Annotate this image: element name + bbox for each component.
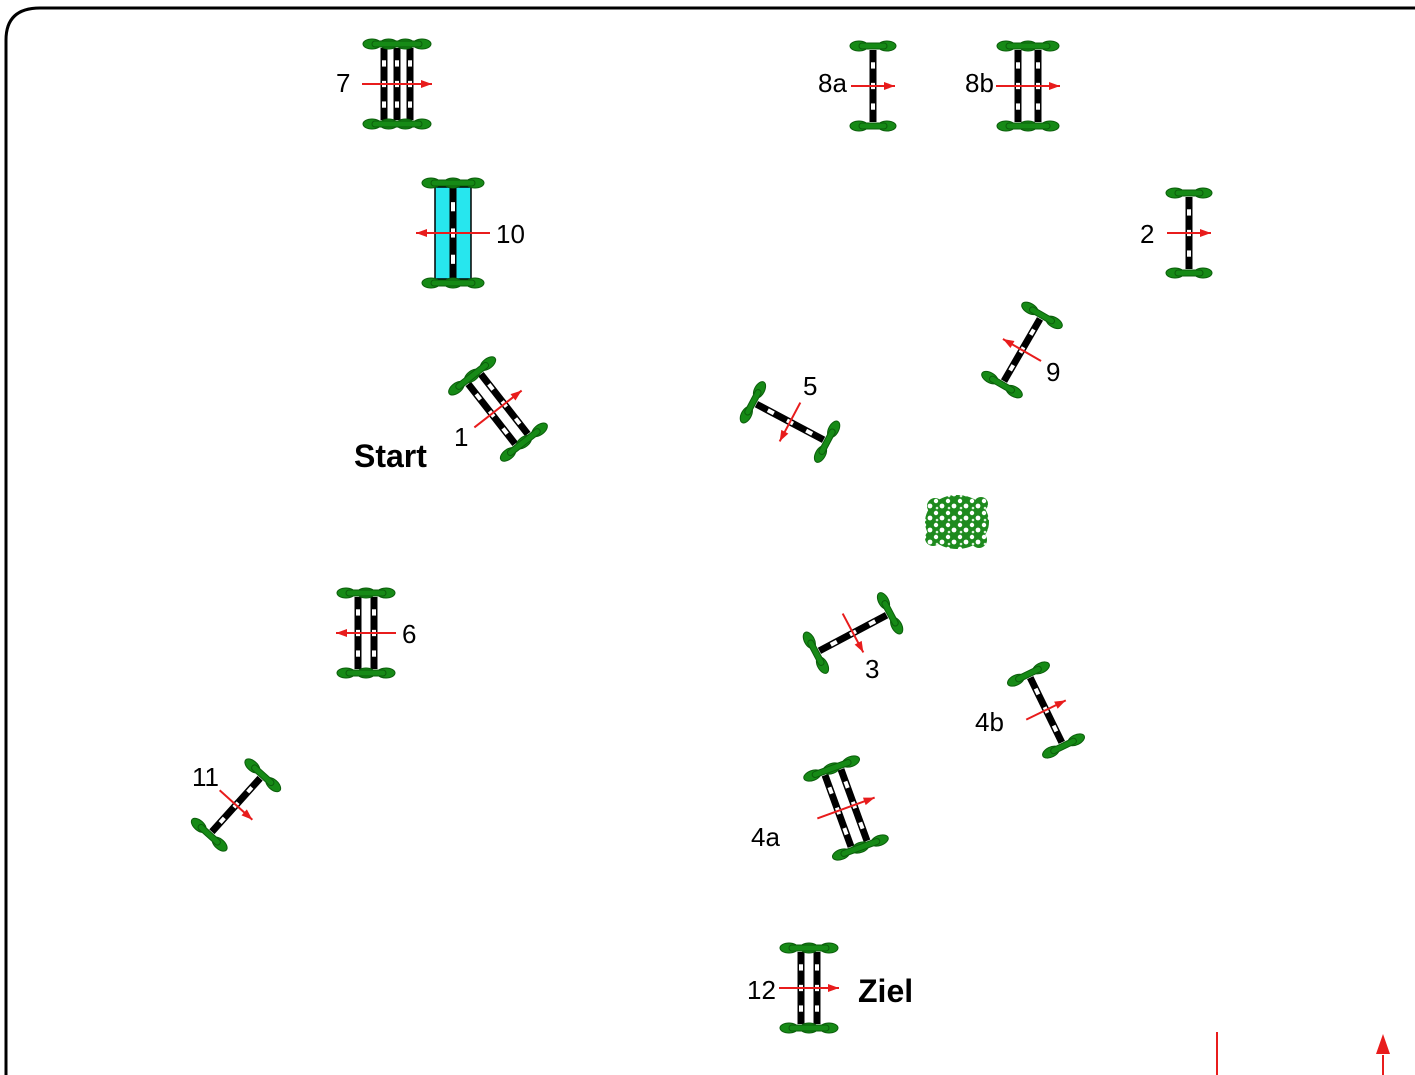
jump-number-label: 12 [747,975,776,1005]
jump-number-label: 9 [1046,357,1060,387]
jump-number-label: 4b [975,707,1004,737]
jump-icon [190,758,282,852]
jump-number-label: 6 [402,619,416,649]
jump-number-label: 3 [865,654,879,684]
jump-number-label: 8b [965,68,994,98]
jump-icon [1165,187,1213,279]
jump-number-label: 5 [803,371,817,401]
jump-icon [448,356,548,462]
jump-number-label: 7 [336,68,350,98]
arena-border [4,6,1415,1075]
jump-number-label: 8a [818,68,847,98]
flower-bush-icon [925,495,989,549]
water-jump-icon [416,177,490,289]
jump-number-label: 4a [751,822,780,852]
jump-icon [802,592,904,674]
jumps-layer [190,38,1213,1034]
jump-icon [1007,661,1085,759]
jump-icon [981,301,1063,399]
jump-number-label: 10 [496,219,525,249]
north-arrow-icon [1216,1032,1390,1075]
start-label: Start [354,438,427,474]
jump-number-label: 11 [192,762,219,792]
jump-number-label: 1 [454,422,468,452]
finish-label: Ziel [858,973,913,1009]
jump-icon [849,40,897,132]
jump-icon [336,587,396,679]
jump-number-label: 2 [1140,219,1154,249]
jump-icon [739,381,841,463]
jump-icon [996,40,1060,132]
jump-icon [779,942,839,1034]
jump-icon [803,755,889,861]
jump-icon [362,38,432,130]
